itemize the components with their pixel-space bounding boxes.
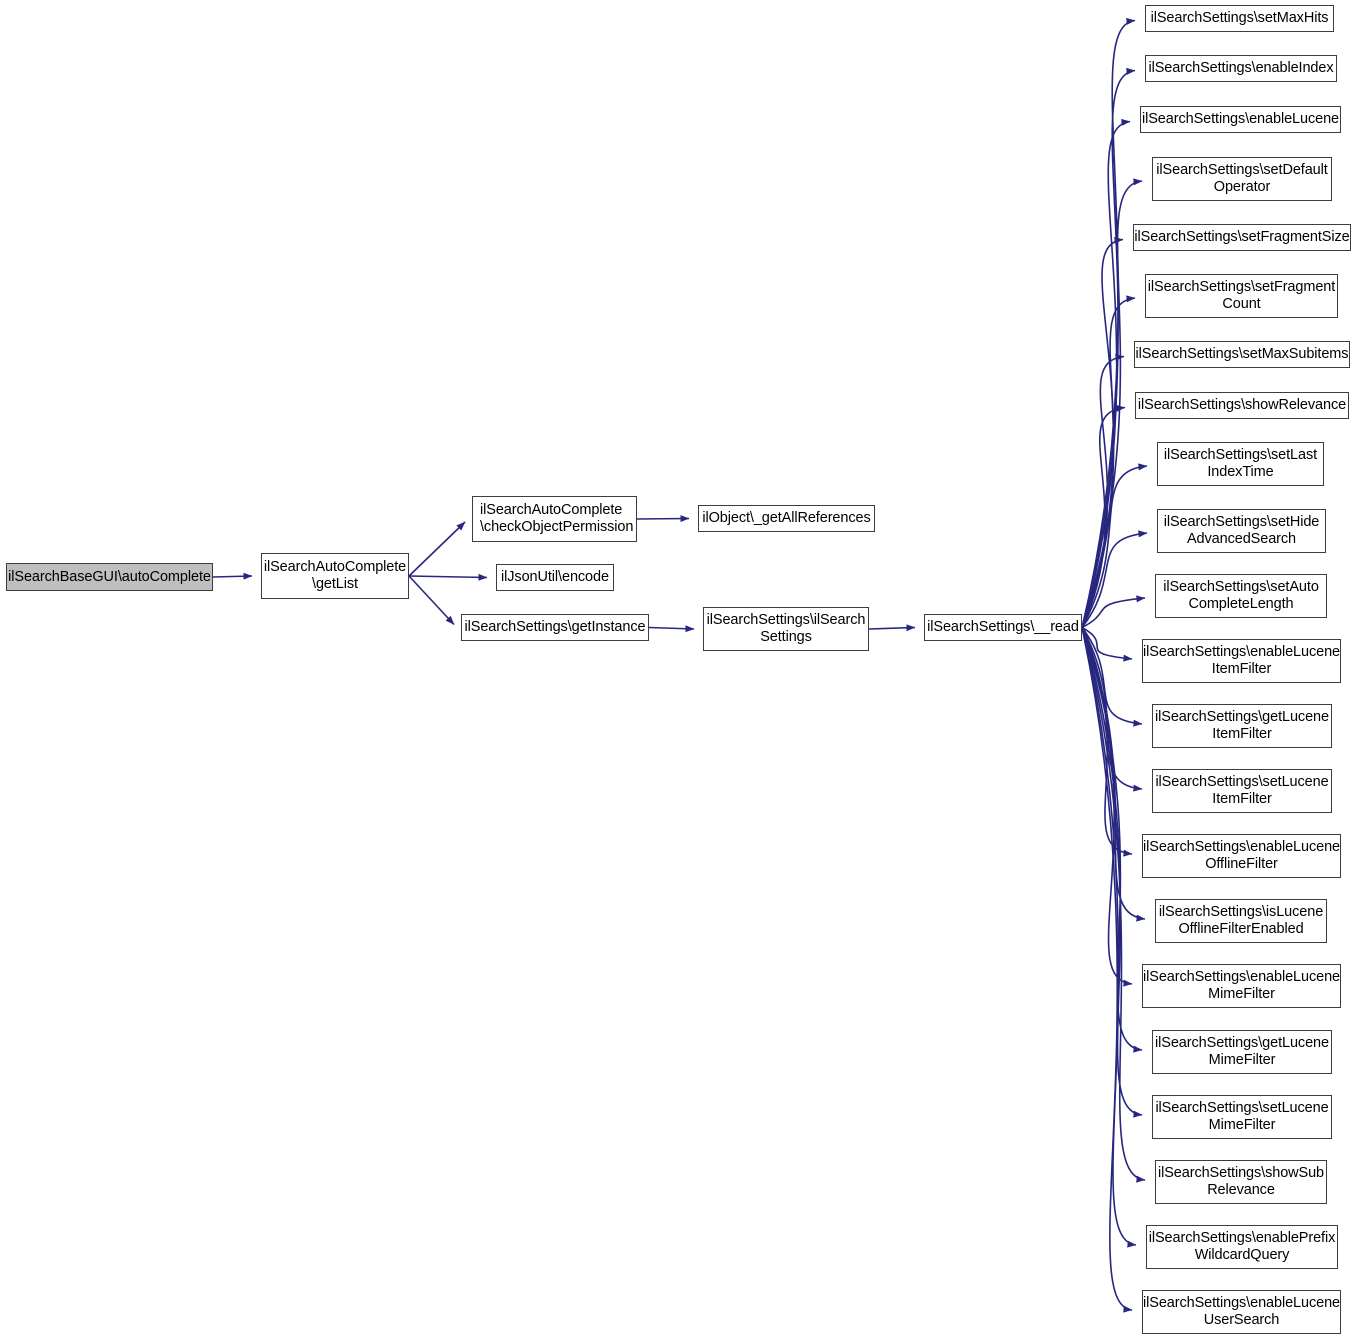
graph-edge (1081, 530, 1148, 628)
graph-edge (408, 575, 455, 626)
graph-node[interactable]: ilSearchSettings\enableLucene (1140, 106, 1341, 133)
graph-edge (1081, 627, 1143, 727)
graph-node[interactable]: ilSearchSettings\setLucene MimeFilter (1152, 1095, 1332, 1139)
graph-node[interactable]: ilSearchSettings\enableLucene UserSearch (1142, 1290, 1341, 1334)
graph-node[interactable]: ilSearchSettings\getLucene MimeFilter (1152, 1030, 1332, 1074)
graph-node[interactable]: ilSearchSettings\setDefault Operator (1152, 157, 1332, 201)
graph-edge (1081, 627, 1133, 987)
graph-edge (636, 515, 690, 523)
graph-node[interactable]: ilSearchSettings\__read (924, 614, 1082, 641)
edge-paths (212, 17, 1148, 1313)
graph-node[interactable]: ilSearchSettings\getInstance (461, 614, 649, 641)
graph-edge (1081, 118, 1131, 628)
graph-edge (1081, 595, 1146, 629)
graph-node-label: ilSearchSettings\getLucene MimeFilter (1155, 1035, 1329, 1068)
graph-node-label: ilSearchSettings\setFragmentSize (1134, 229, 1350, 245)
graph-edge (1081, 295, 1136, 628)
graph-edge (1081, 627, 1146, 922)
graph-node[interactable]: ilSearchSettings\ilSearch Settings (703, 607, 869, 651)
graph-node-label: ilSearchSettings\setMaxHits (1150, 10, 1329, 26)
graph-node[interactable]: ilSearchAutoComplete \checkObjectPermiss… (472, 496, 637, 542)
graph-edge (1081, 353, 1125, 628)
graph-edge (648, 625, 695, 633)
graph-node[interactable]: ilSearchSettings\setLast IndexTime (1157, 442, 1324, 486)
graph-node[interactable]: ilSearchSettings\setFragmentSize (1133, 224, 1351, 251)
graph-node-label: ilSearchBaseGUI\autoComplete (8, 568, 211, 585)
graph-node-label: ilSearchSettings\showSub Relevance (1157, 1165, 1325, 1198)
graph-node[interactable]: ilSearchSettings\setAuto CompleteLength (1155, 574, 1327, 618)
graph-node-label: ilSearchSettings\getLucene ItemFilter (1155, 709, 1329, 742)
graph-node[interactable]: ilSearchSettings\enableIndex (1145, 55, 1337, 82)
graph-node[interactable]: ilSearchSettings\setHide AdvancedSearch (1157, 509, 1326, 553)
graph-node-label: ilSearchSettings\setMaxSubitems (1135, 346, 1349, 362)
graph-node-label: ilSearchSettings\setAuto CompleteLength (1163, 579, 1319, 612)
graph-node[interactable]: ilSearchSettings\getLucene ItemFilter (1152, 704, 1332, 748)
graph-node-label: ilSearchSettings\isLucene OfflineFilterE… (1158, 904, 1324, 937)
graph-node[interactable]: ilSearchSettings\enableLucene OfflineFil… (1142, 834, 1341, 878)
graph-node-label: ilSearchSettings\setFragment Count (1147, 279, 1336, 312)
graph-node-label: ilSearchAutoComplete \checkObjectPermiss… (480, 502, 634, 535)
graph-node-label: ilSearchSettings\setHide AdvancedSearch (1163, 514, 1320, 547)
graph-edge (1081, 17, 1136, 628)
graph-node[interactable]: ilSearchAutoComplete \getList (261, 553, 409, 599)
graph-edge (1081, 627, 1143, 1053)
graph-edge (1081, 627, 1143, 792)
graph-node[interactable]: ilSearchSettings\setFragment Count (1145, 274, 1338, 318)
graph-node-label: ilSearchSettings\showRelevance (1137, 397, 1347, 413)
graph-node-label: ilSearchSettings\enableIndex (1148, 60, 1334, 76)
graph-node-label: ilObject\_getAllReferences (702, 510, 871, 526)
graph-node[interactable]: ilSearchSettings\enableLucene ItemFilter (1142, 639, 1341, 683)
graph-node-label: ilSearchSettings\setLucene MimeFilter (1155, 1100, 1329, 1133)
graph-node[interactable]: ilSearchSettings\showSub Relevance (1155, 1160, 1327, 1204)
graph-node-label: ilSearchSettings\enableLucene UserSearch (1143, 1295, 1341, 1328)
graph-edge (1081, 627, 1133, 857)
graph-node[interactable]: ilSearchSettings\setMaxHits (1145, 5, 1334, 32)
graph-node[interactable]: ilJsonUtil\encode (496, 564, 614, 591)
graph-node-label: ilSearchSettings\enableLucene OfflineFil… (1143, 839, 1341, 872)
graph-edge (1081, 67, 1136, 628)
graph-edge (868, 624, 916, 632)
graph-edge (1081, 627, 1133, 1313)
graph-node-label: ilSearchSettings\enableLucene (1141, 111, 1340, 127)
graph-node-label: ilJsonUtil\encode (501, 569, 609, 585)
graph-edge (1081, 626, 1133, 662)
graph-node-label: ilSearchSettings\__read (927, 619, 1079, 635)
graph-edge (408, 521, 466, 577)
graph-node[interactable]: ilSearchSettings\isLucene OfflineFilterE… (1155, 899, 1327, 943)
graph-node-label: ilSearchSettings\setLast IndexTime (1163, 447, 1318, 480)
graph-node[interactable]: ilSearchSettings\enablePrefix WildcardQu… (1146, 1225, 1338, 1269)
graph-node[interactable]: ilSearchBaseGUI\autoComplete (6, 563, 213, 591)
graph-node-label: ilSearchSettings\setLucene ItemFilter (1155, 774, 1329, 807)
graph-edge (1081, 463, 1148, 628)
graph-edge (1081, 627, 1137, 1248)
graph-node[interactable]: ilSearchSettings\showRelevance (1135, 392, 1349, 419)
graph-node[interactable]: ilSearchSettings\setLucene ItemFilter (1152, 769, 1332, 813)
graph-node[interactable]: ilObject\_getAllReferences (698, 505, 875, 532)
graph-node[interactable]: ilSearchSettings\enableLucene MimeFilter (1142, 964, 1341, 1008)
graph-node-label: ilSearchSettings\enablePrefix WildcardQu… (1148, 1230, 1336, 1263)
graph-node-label: ilSearchSettings\setDefault Operator (1156, 162, 1328, 195)
graph-node-label: ilSearchSettings\getInstance (464, 619, 646, 635)
graph-edge (1081, 404, 1126, 628)
graph-edge (1081, 236, 1124, 628)
graph-node-label: ilSearchSettings\ilSearch Settings (706, 612, 866, 645)
graph-node-label: ilSearchSettings\enableLucene ItemFilter (1143, 644, 1341, 677)
graph-edge (408, 573, 488, 581)
graph-node-label: ilSearchSettings\enableLucene MimeFilter (1143, 969, 1341, 1002)
graph-edge (212, 572, 253, 580)
graph-edge (1081, 627, 1146, 1183)
graph-node[interactable]: ilSearchSettings\setMaxSubitems (1134, 341, 1350, 368)
graph-node-label: ilSearchAutoComplete \getList (263, 559, 407, 592)
graph-edge (1081, 627, 1143, 1118)
